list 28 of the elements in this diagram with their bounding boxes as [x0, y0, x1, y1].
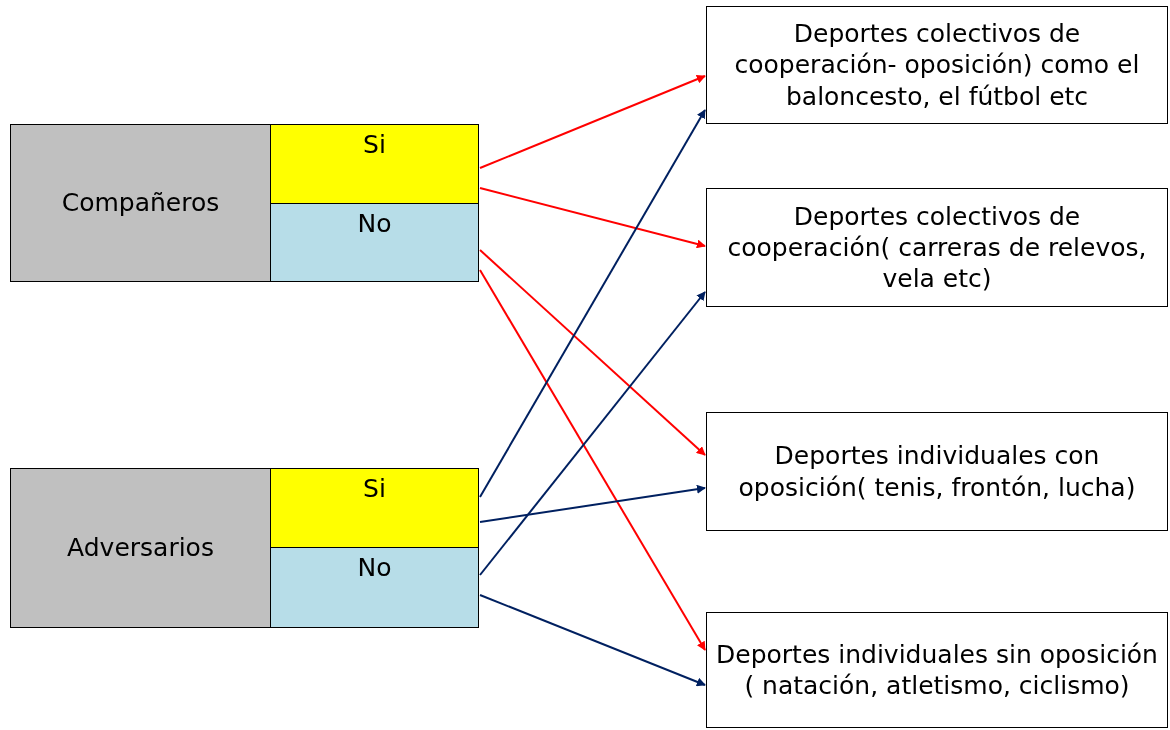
- category-box: [706, 6, 1168, 124]
- category-box: [706, 412, 1168, 531]
- label-box: [10, 124, 271, 282]
- arrow: [479, 291, 706, 576]
- node-text: Deportes colectivos de cooperación- oposición) como el baloncesto, el fútbol etc: [733, 18, 1141, 112]
- node-text: Deportes individuales con oposición( tenis, frontón, lucha): [737, 440, 1137, 503]
- node-text: No: [357, 208, 392, 240]
- arrow: [479, 187, 706, 249]
- arrow: [479, 594, 706, 687]
- node-text: Compañeros: [61, 187, 220, 219]
- arrow: [479, 74, 706, 169]
- answer-box: [270, 547, 479, 628]
- answer-box: [270, 468, 479, 548]
- arrow: [479, 109, 706, 498]
- category-box: [706, 612, 1168, 728]
- category-box: [706, 188, 1168, 307]
- node-text: Adversarios: [67, 532, 214, 564]
- arrow: [479, 269, 706, 651]
- label-box: [10, 468, 271, 628]
- arrow: [479, 484, 706, 523]
- answer-box: [270, 203, 479, 282]
- answer-box: [270, 124, 479, 204]
- node-text: Deportes colectivos de cooperación( carreras de relevos, vela etc): [726, 200, 1148, 295]
- node-text: No: [357, 552, 392, 584]
- node-text: Deportes individuales sin oposición ( natación, atletismo, ciclismo): [715, 638, 1159, 702]
- node-text: Si: [363, 473, 386, 505]
- node-text: Si: [363, 129, 386, 161]
- arrow: [479, 249, 706, 456]
